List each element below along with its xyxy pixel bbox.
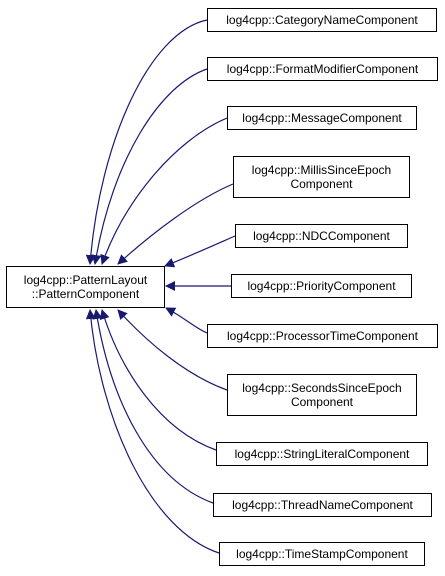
edge-time-stamp [85, 309, 220, 554]
node-line: log4cpp::ProcessorTimeComponent [227, 329, 418, 343]
node-line: log4cpp::ThreadNameComponent [232, 498, 413, 512]
node-time-stamp-component[interactable]: log4cpp::TimeStampComponent [219, 542, 425, 566]
node-line: log4cpp::MessageComponent [242, 111, 402, 125]
node-line: log4cpp::MillisSinceEpoch [251, 163, 392, 177]
node-message-component[interactable]: log4cpp::MessageComponent [227, 106, 417, 130]
edge-format-modifier [91, 68, 208, 265]
edge-millis-since-epoch [117, 183, 234, 265]
node-millis-since-epoch-component[interactable]: log4cpp::MillisSinceEpoch Component [233, 156, 410, 198]
node-ndc-component[interactable]: log4cpp::NDCComponent [235, 224, 408, 248]
node-line: log4cpp::StringLiteralComponent [234, 447, 410, 461]
node-seconds-since-epoch-component[interactable]: log4cpp::SecondsSinceEpoch Component [227, 374, 417, 416]
node-processor-time-component[interactable]: log4cpp::ProcessorTimeComponent [207, 324, 438, 348]
edge-string-literal [99, 309, 217, 451]
node-format-modifier-component[interactable]: log4cpp::FormatModifierComponent [207, 57, 438, 81]
node-string-literal-component[interactable]: log4cpp::StringLiteralComponent [216, 442, 428, 466]
node-line: log4cpp::PatternLayout [23, 273, 148, 287]
node-line: log4cpp::NDCComponent [253, 229, 390, 243]
node-line: ::PatternComponent [31, 287, 140, 301]
node-pattern-component[interactable]: log4cpp::PatternLayout ::PatternComponen… [6, 266, 165, 308]
node-line: log4cpp::CategoryNameComponent [226, 13, 418, 27]
node-line: log4cpp::PriorityComponent [247, 279, 396, 293]
node-line: Component [290, 177, 353, 191]
edge-thread-name [92, 309, 214, 504]
node-line: Component [290, 395, 354, 409]
node-line: log4cpp::TimeStampComponent [236, 547, 408, 561]
node-line: log4cpp::SecondsSinceEpoch [242, 381, 402, 395]
edge-processor-time [165, 307, 208, 334]
edge-seconds-since-epoch [117, 309, 228, 391]
node-category-name-component[interactable]: log4cpp::CategoryNameComponent [207, 8, 437, 32]
edge-ndc [164, 235, 236, 268]
edge-category-name [85, 19, 208, 265]
node-line: log4cpp::FormatModifierComponent [226, 62, 419, 76]
node-thread-name-component[interactable]: log4cpp::ThreadNameComponent [213, 493, 432, 517]
node-priority-component[interactable]: log4cpp::PriorityComponent [231, 274, 412, 298]
edge-message [100, 117, 228, 265]
